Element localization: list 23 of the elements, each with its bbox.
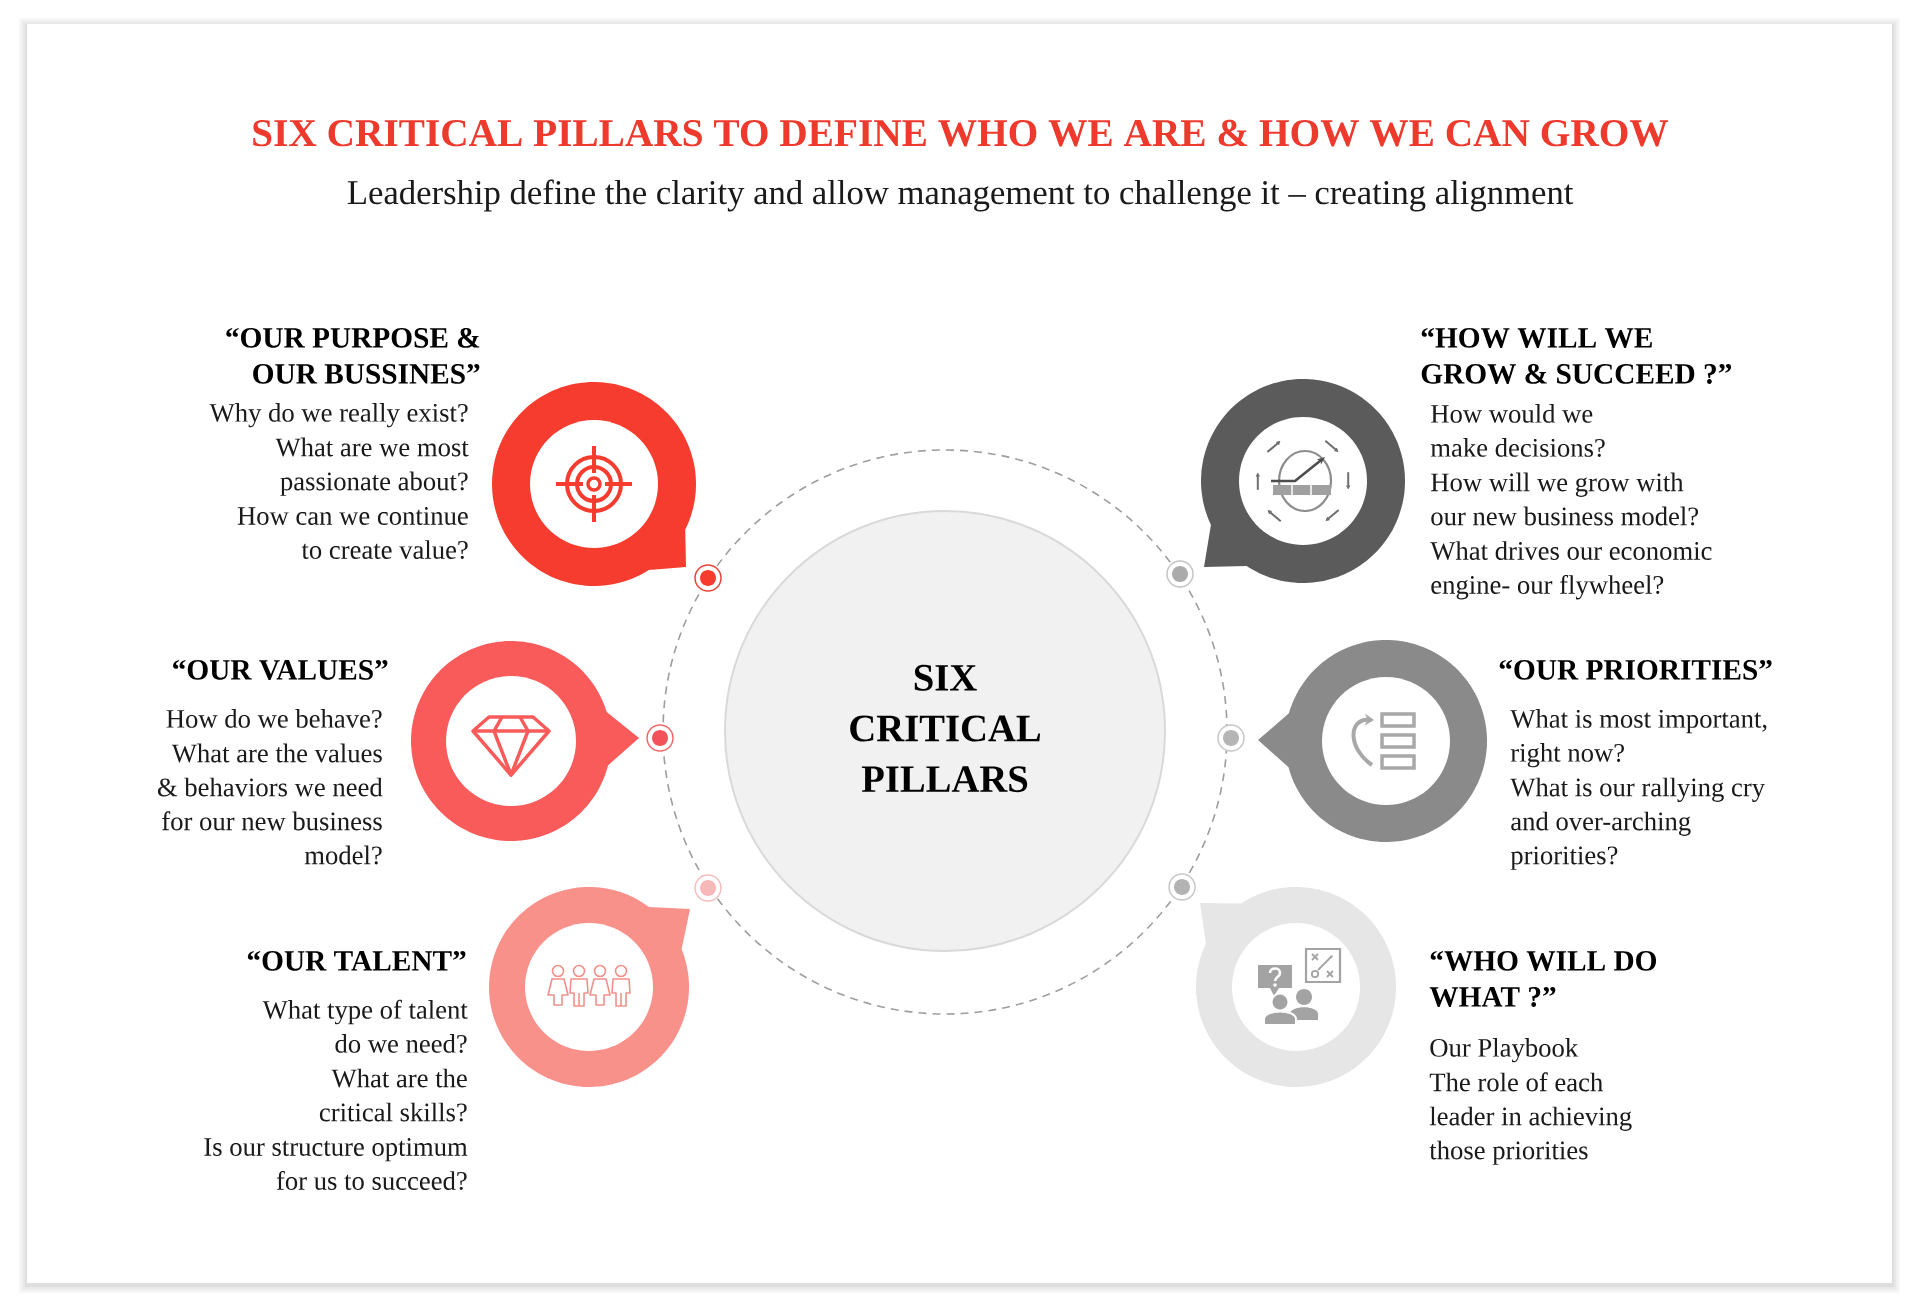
body-text: Why do we really exist? <box>209 403 468 428</box>
heading: “OUR TALENT” <box>247 950 466 971</box>
body-text: What are the critical skills? <box>319 1068 467 1122</box>
body-text: How can we continue to create value? <box>237 507 468 560</box>
body-text: What is most important, right now? <box>1510 709 1767 768</box>
body-text: The role of each leader in achieving those priorities <box>1429 1072 1632 1165</box>
body-text: What is our rallying cry and over-arching priorities? <box>1510 777 1765 870</box>
body-text: How would we make decisions? <box>1430 404 1605 457</box>
heading: “OUR PURPOSE & OUR BUSSINES” <box>226 327 480 384</box>
title: SIX CRITICAL PILLARS TO DEFINE WHO WE ARE & HOW WE CAN GROW <box>253 119 1669 147</box>
heading: “OUR VALUES” <box>173 659 388 680</box>
heading: “HOW WILL WE GROW & SUCCEED ?” <box>1421 327 1732 384</box>
heading: “WHO WILL DO WHAT ?” <box>1429 950 1657 1007</box>
body-text: What drives our economic engine- our flywheel? <box>1430 541 1712 600</box>
body-text: What are the values & behaviors we need for our new business model? <box>157 743 383 865</box>
heading: “OUR PRIORITIES” <box>1499 659 1772 680</box>
body-text: Our Playbook <box>1430 1038 1579 1063</box>
body-text: Is our structure optimum for us to succeed? <box>204 1138 468 1191</box>
body-text: What type of talent do we need? <box>262 999 468 1053</box>
body-text: How will we grow with our new business model? <box>1431 472 1699 526</box>
body-text: How do we behave? <box>166 709 382 728</box>
subtitle: Leadership define the clarity and allow management to challenge it – creating alignment <box>347 179 1574 212</box>
body-text: What are we most passionate about? <box>275 437 469 496</box>
